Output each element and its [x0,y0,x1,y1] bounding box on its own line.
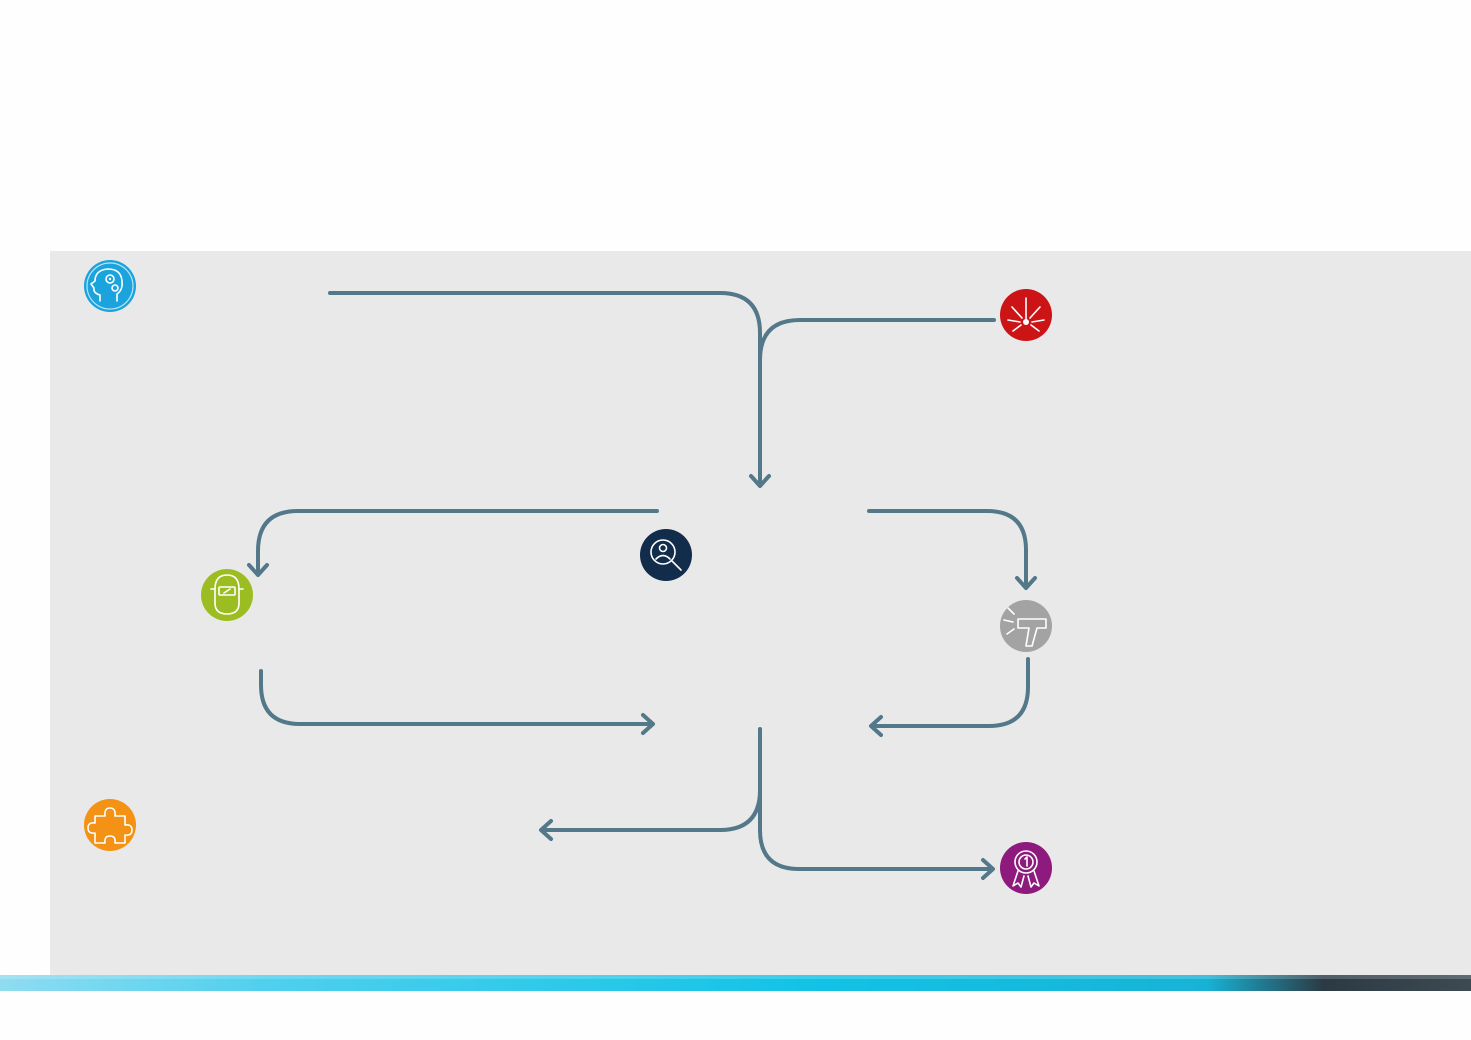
award-ribbon-icon [1012,850,1040,888]
connector-laser-to-hub [758,318,996,362]
solutions-node [84,799,136,851]
connector-expertise-to-hub [328,291,771,488]
welding-node [201,569,253,621]
spray-gun-icon [1003,607,1047,647]
welding-mask-icon [210,574,244,615]
spraying-node [1000,600,1052,652]
connector-spraying-to-hub [869,657,1030,737]
quality-node [1000,842,1052,894]
connector-hub-to-welding [247,509,659,577]
inspection-node [640,529,692,581]
connector-welding-to-hub [259,669,655,735]
head-gears-icon [86,262,134,310]
connector-hub-to-quality [758,788,995,880]
inspection-node-circle [640,529,692,581]
connector-hub-to-spraying [867,509,1037,590]
laser-node [1000,289,1052,341]
expertise-node [84,260,136,312]
magnifier-person-icon [650,539,682,571]
quality-node-circle [1000,842,1052,894]
puzzle-piece-icon [87,807,133,844]
connector-hub-to-solutions [539,727,762,841]
solutions-node-circle [84,799,136,851]
footer-gradient-band [0,975,1471,991]
laser-burst-icon [1007,297,1045,332]
